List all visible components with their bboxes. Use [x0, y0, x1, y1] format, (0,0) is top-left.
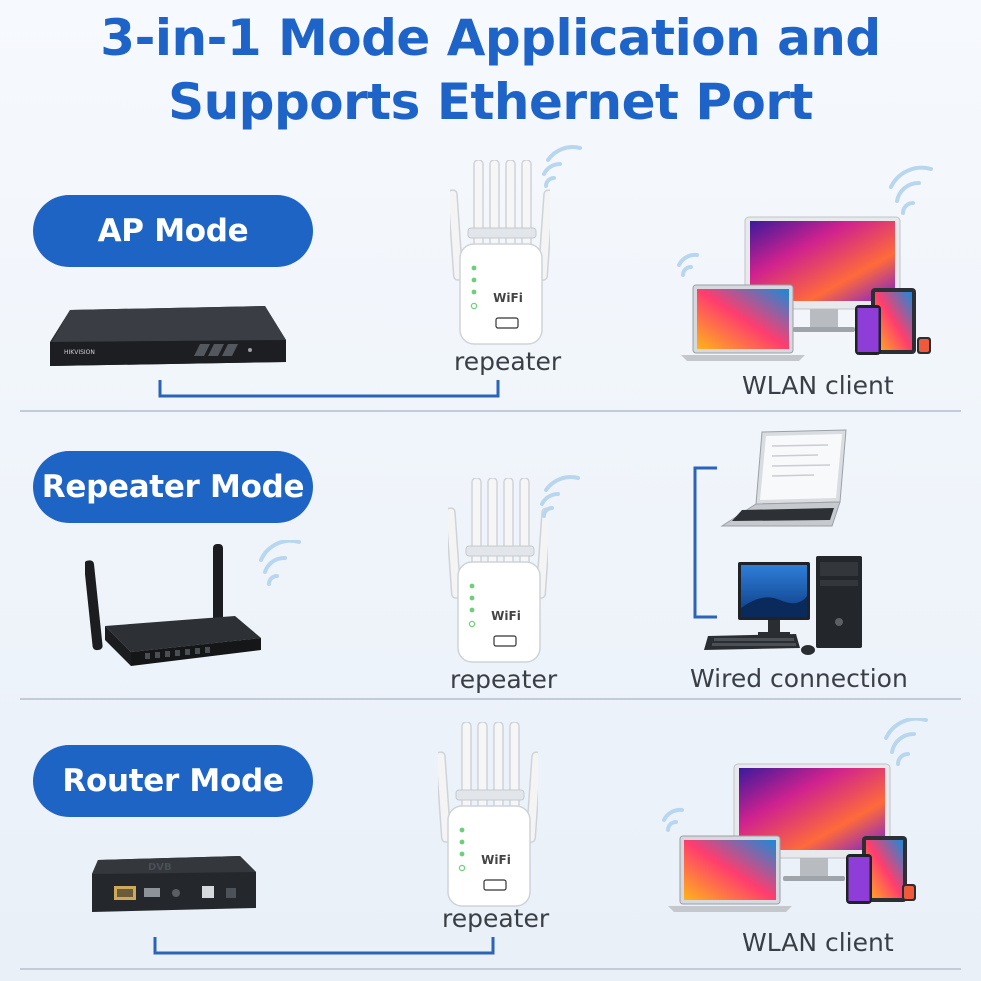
section-divider [20, 698, 961, 700]
svg-text:HIKVISION: HIKVISION [64, 349, 95, 356]
wired-connection-bracket [693, 466, 717, 619]
router-icon [85, 540, 301, 666]
repeater-caption: repeater [442, 904, 550, 933]
modem-box-icon: DVB [92, 856, 256, 912]
repeater-device-icon [438, 722, 538, 907]
wlan-client-devices-icon [677, 165, 933, 361]
repeater-device-icon [448, 478, 548, 663]
svg-text:DVB: DVB [148, 862, 172, 873]
section-divider [20, 410, 961, 412]
nvr-recorder-icon: HIKVISION [50, 306, 286, 366]
repeater-caption: repeater [454, 347, 562, 376]
laptop-icon [720, 429, 847, 527]
section-divider [20, 968, 961, 970]
wifi-signal-icon [542, 145, 582, 188]
desktop-pc-icon [704, 556, 862, 655]
page-title-line-2: Supports Ethernet Port [168, 73, 813, 131]
repeater-mode-pill: Repeater Mode [33, 451, 313, 523]
ap-mode-pill: AP Mode [33, 195, 313, 267]
ethernet-connection-line [158, 380, 500, 398]
ethernet-connection-line [153, 937, 495, 955]
wired-connection-caption: Wired connection [690, 664, 908, 693]
wlan-client-caption: WLAN client [742, 371, 894, 400]
repeater-caption: repeater [450, 665, 558, 694]
wlan-client-caption: WLAN client [742, 928, 894, 957]
wlan-client-devices-icon [662, 718, 928, 912]
wifi-signal-icon [540, 475, 580, 518]
page-title-line-1: 3-in-1 Mode Application and [100, 9, 881, 67]
router-mode-pill: Router Mode [33, 745, 313, 817]
repeater-device-icon [450, 160, 550, 345]
page-title: 3-in-1 Mode Application and Supports Eth… [0, 6, 981, 134]
